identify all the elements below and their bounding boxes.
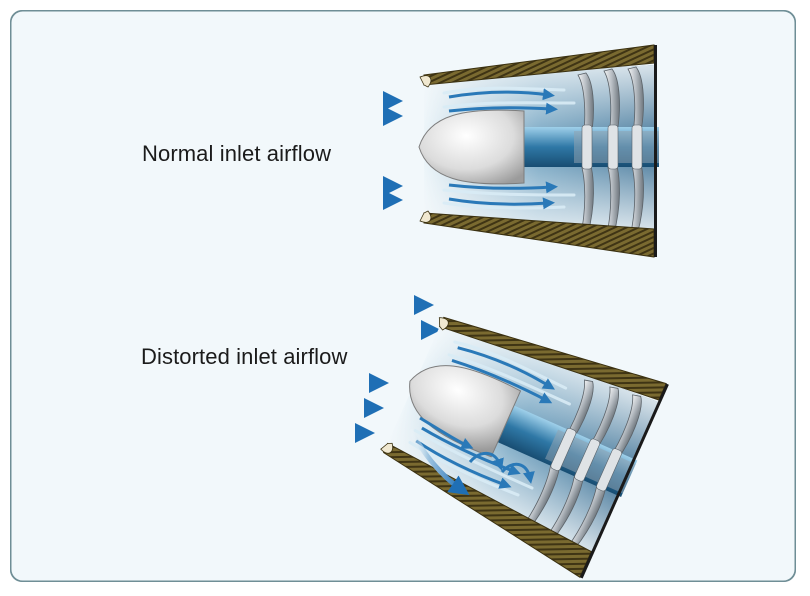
diagram-frame [10,10,796,582]
label-distorted-inlet-airflow: Distorted inlet airflow [141,344,348,369]
distorted-airflow-arrows [88,295,441,443]
label-normal-inlet-airflow: Normal inlet airflow [142,141,332,166]
normal-airflow-arrows [118,91,403,210]
separated-flow-vortices [407,416,535,496]
normal-engine-inlet [419,45,659,257]
